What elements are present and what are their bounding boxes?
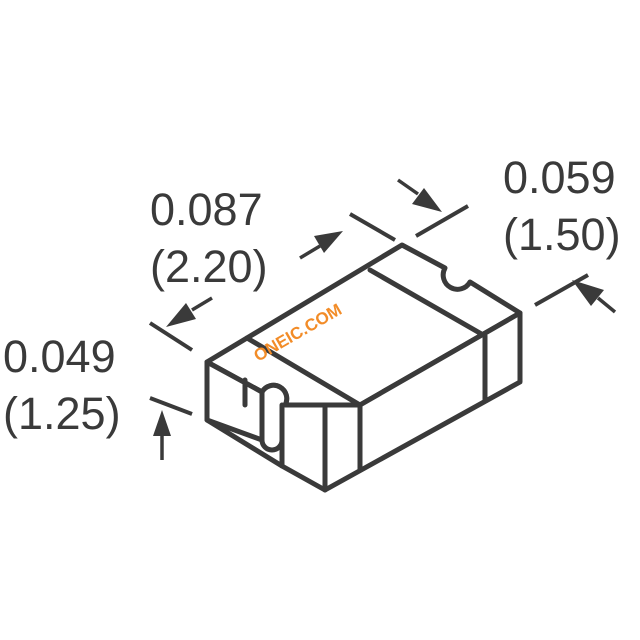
ext-line-length-left	[148, 321, 194, 352]
width-arrow-top-shaft	[396, 178, 420, 196]
ext-line-length-right	[348, 212, 397, 242]
width-arrow-top-head	[412, 188, 442, 212]
length-inch-label: 0.087	[150, 184, 263, 235]
height-mm-label: (1.25)	[3, 388, 121, 439]
chip-front-face	[322, 310, 523, 493]
width-mm-label: (1.50)	[503, 209, 621, 260]
chip-left-face	[204, 359, 328, 493]
left-face-edge	[204, 417, 265, 443]
terminal-line-left-top	[244, 335, 363, 408]
height-inch-label: 0.049	[3, 331, 116, 382]
ext-line-width-top	[415, 204, 469, 238]
length-arrow-right-head	[314, 231, 343, 253]
ext-line-height-bottom	[149, 396, 193, 416]
length-mm-label: (2.20)	[150, 241, 268, 292]
width-arrow-bottom-shaft	[596, 296, 617, 314]
length-arrow-left-head	[166, 303, 196, 327]
length-arrow-left-shaft	[191, 296, 213, 312]
ext-line-width-bottom	[534, 273, 589, 307]
chip-body	[204, 242, 523, 493]
extension-lines	[148, 204, 589, 416]
length-arrow-right-shaft	[299, 244, 321, 260]
terminal-line-right-top	[367, 267, 488, 339]
width-inch-label: 0.059	[503, 152, 616, 203]
dimension-arrows	[153, 178, 617, 460]
width-arrow-bottom-head	[572, 280, 604, 306]
height-arrow-head	[153, 410, 171, 436]
